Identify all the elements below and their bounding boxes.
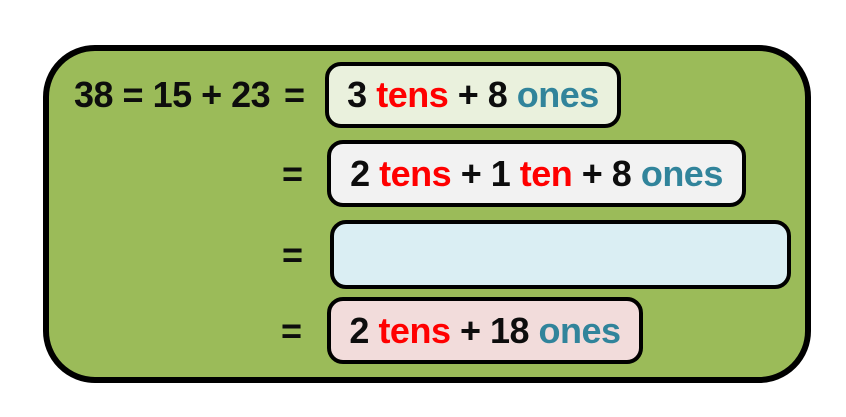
problem-expression: 38 = 15 + 23 <box>74 74 271 115</box>
term-value: + 1 <box>451 152 520 194</box>
term-tens: tens <box>379 152 452 194</box>
term-value: + 8 <box>448 74 517 115</box>
term-tens: tens <box>376 74 449 115</box>
term-value: 2 <box>349 309 379 351</box>
equals-sign-row-2: = <box>282 153 303 194</box>
term-ones: ones <box>516 74 600 115</box>
term-value: 3 <box>347 74 377 115</box>
decomposition-box-1: 3 tens + 8 ones <box>325 62 621 128</box>
equals-sign-row-3: = <box>282 234 303 275</box>
term-value: 2 <box>350 152 380 194</box>
equals-sign-row-4: = <box>281 310 302 351</box>
decomposition-box-4: 2 tens + 18 ones <box>327 297 643 364</box>
term-ten: ten <box>519 152 573 194</box>
equals-sign-row-1: = <box>284 74 305 115</box>
term-ones: ones <box>640 152 724 194</box>
term-ones: ones <box>538 309 622 351</box>
term-tens: tens <box>378 309 451 351</box>
term-value: + 18 <box>450 309 539 351</box>
decomposition-box-2: 2 tens + 1 ten + 8 ones <box>327 140 746 207</box>
term-value: + 8 <box>572 152 641 194</box>
empty-answer-box <box>330 220 791 289</box>
